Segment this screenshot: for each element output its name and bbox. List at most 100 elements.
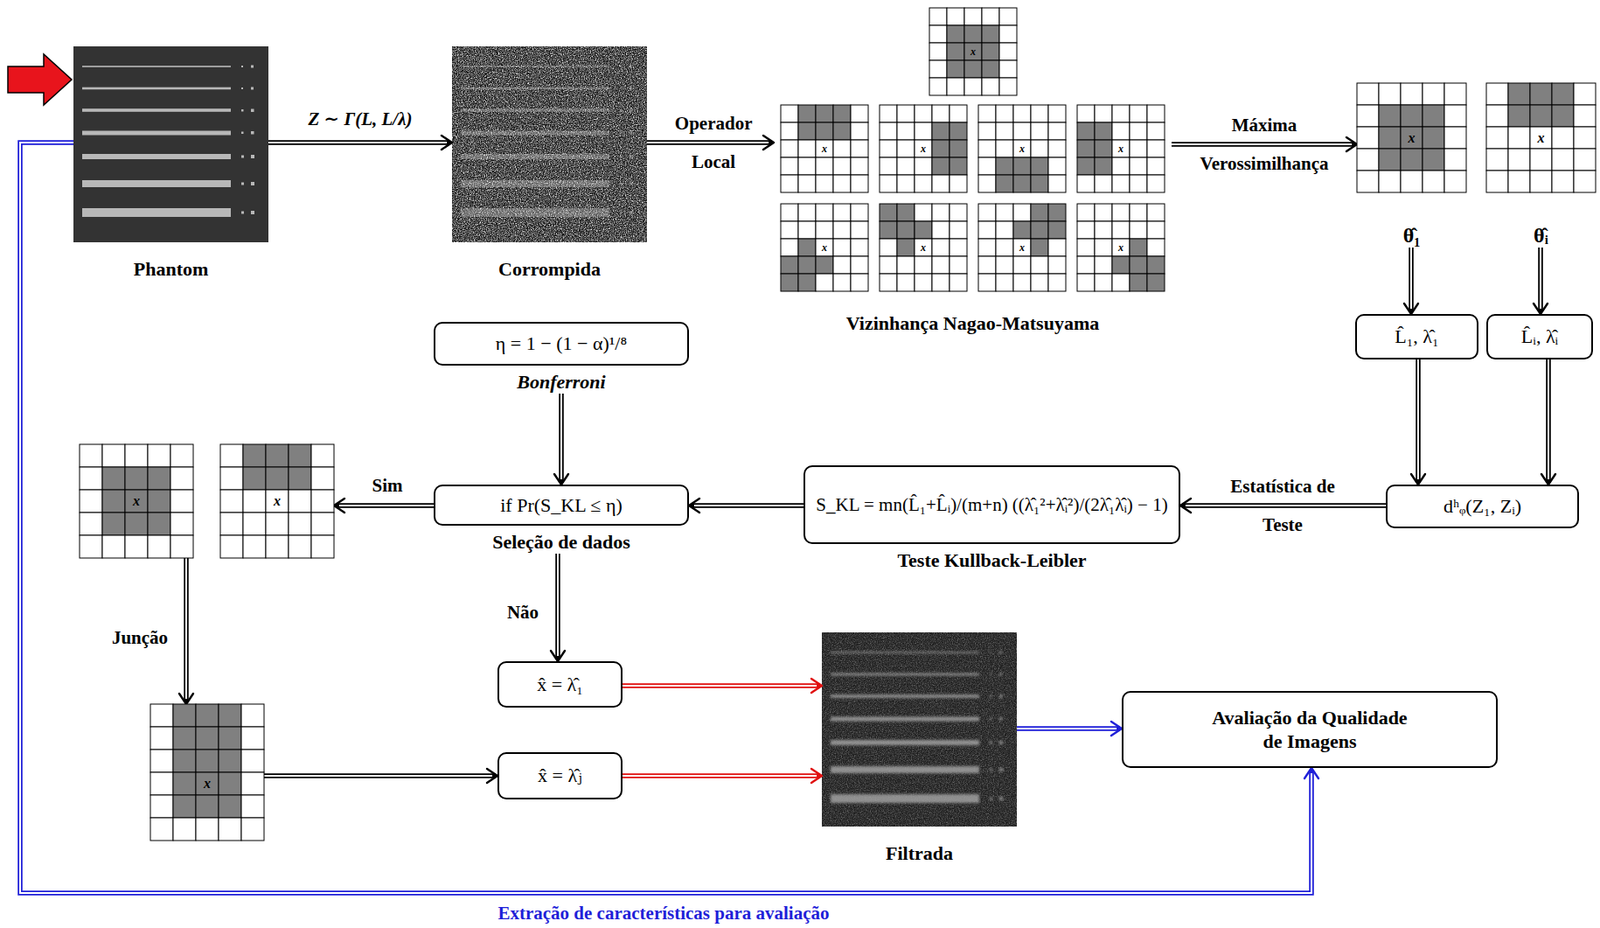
grid-cell bbox=[815, 203, 834, 222]
window-grid: x bbox=[1077, 203, 1165, 292]
image-node: Corrompida bbox=[452, 46, 647, 281]
grid-cell bbox=[1048, 238, 1066, 257]
grid-cell bbox=[914, 221, 933, 239]
cell-marker: x bbox=[914, 139, 933, 158]
grid-cell bbox=[932, 273, 950, 292]
grid-cell bbox=[220, 489, 244, 513]
grid-cell bbox=[1030, 273, 1049, 292]
formula-box: η = 1 − (1 − α)¹/⁸Bonferroni bbox=[433, 321, 689, 394]
window-grid: x bbox=[978, 104, 1066, 193]
estimate-box: L̂₁, λ̂₁ bbox=[1355, 313, 1479, 360]
group-caption: Vizinhança Nagao-Matsuyama bbox=[846, 312, 1100, 335]
grid-cell bbox=[964, 77, 982, 96]
arrowhead bbox=[1541, 473, 1556, 485]
grid-cell bbox=[879, 256, 898, 274]
grid-cell bbox=[995, 221, 1014, 239]
image-caption: Corrompida bbox=[452, 257, 647, 281]
grid-cell bbox=[850, 221, 869, 239]
image-node: Phantom bbox=[73, 46, 269, 281]
grid-cell bbox=[173, 703, 196, 727]
connector-line bbox=[1182, 502, 1386, 508]
connector bbox=[333, 498, 434, 513]
grid-cell bbox=[1147, 238, 1165, 257]
grid-cell bbox=[914, 273, 933, 292]
grid-cell bbox=[1013, 238, 1031, 257]
grid-cell bbox=[1147, 157, 1165, 175]
grid-cell bbox=[288, 489, 312, 513]
grid-cell bbox=[798, 122, 816, 140]
grid-cell bbox=[220, 466, 244, 490]
arrowhead bbox=[1180, 498, 1191, 513]
grid-cell bbox=[815, 157, 834, 175]
grid-cell bbox=[150, 749, 174, 773]
connector bbox=[688, 498, 804, 513]
grid-cell bbox=[897, 122, 915, 140]
grid-cell bbox=[1129, 157, 1148, 175]
connector-line bbox=[264, 772, 496, 779]
grid-cell bbox=[798, 273, 816, 292]
grid-cell bbox=[288, 512, 312, 536]
grid-cell bbox=[220, 535, 244, 558]
connector-gap bbox=[264, 774, 493, 777]
grid-cell bbox=[978, 104, 996, 123]
grid-cell bbox=[218, 817, 242, 841]
grid-cell bbox=[981, 25, 1000, 43]
grid-cell bbox=[1048, 104, 1066, 123]
grid-cell bbox=[999, 77, 1017, 96]
grid-cell bbox=[147, 489, 171, 513]
grid-cell bbox=[1508, 104, 1531, 127]
connector-gap bbox=[622, 684, 817, 687]
grid-cell bbox=[949, 122, 967, 140]
grid-cell bbox=[1486, 148, 1509, 171]
connector-line bbox=[646, 139, 773, 146]
grid-cell bbox=[932, 174, 950, 193]
grid-cell bbox=[1129, 238, 1148, 257]
image-caption: Phantom bbox=[73, 257, 269, 281]
box-text: dʰᵩ(Z₁, Zᵢ) bbox=[1443, 494, 1522, 518]
grid-cell bbox=[195, 794, 219, 818]
grid-cell bbox=[79, 535, 103, 558]
connector-line bbox=[183, 557, 189, 703]
connector-line bbox=[555, 553, 561, 660]
grid-cell bbox=[195, 817, 219, 841]
image-caption: Filtrada bbox=[821, 841, 1017, 865]
grid-cell bbox=[1530, 83, 1552, 105]
grid-cell bbox=[978, 139, 996, 158]
grid-cell bbox=[243, 444, 266, 467]
window-grid: x bbox=[978, 203, 1066, 292]
connector-line bbox=[622, 772, 821, 779]
grid-cell bbox=[999, 25, 1017, 43]
grid-cell bbox=[879, 122, 898, 140]
grid-cell bbox=[1508, 126, 1531, 149]
connector-gap bbox=[1417, 359, 1420, 480]
connector bbox=[554, 393, 569, 485]
grid-cell bbox=[780, 221, 799, 239]
grid-cell bbox=[1013, 122, 1031, 140]
grid-cell bbox=[850, 157, 869, 175]
grid-cell bbox=[311, 444, 334, 467]
grid-cell bbox=[288, 466, 312, 490]
cell-marker: x bbox=[815, 238, 834, 257]
grid-cell bbox=[1147, 174, 1165, 193]
grid-cell bbox=[932, 221, 950, 239]
grid-cell bbox=[995, 104, 1014, 123]
grid-cell bbox=[850, 238, 869, 257]
grid-cell bbox=[1077, 203, 1095, 222]
grid-cell bbox=[1094, 256, 1113, 274]
cell-marker: x bbox=[1013, 139, 1031, 158]
grid-cell bbox=[1378, 126, 1401, 149]
connector-line bbox=[1537, 247, 1544, 313]
edge-label: Operador Local bbox=[674, 104, 752, 181]
box-caption: Seleção de dados bbox=[433, 530, 689, 554]
grid-cell bbox=[1551, 104, 1574, 127]
grid-cell bbox=[173, 817, 196, 841]
grid-cell bbox=[1129, 104, 1148, 123]
filtered-image bbox=[821, 632, 1017, 827]
grid-cell bbox=[79, 444, 103, 467]
grid-cell bbox=[241, 749, 265, 773]
grid-cell bbox=[1422, 148, 1445, 171]
grid-cell bbox=[879, 203, 898, 222]
arrowhead bbox=[1411, 473, 1426, 485]
connector bbox=[1404, 247, 1419, 314]
connector-gap bbox=[694, 504, 804, 507]
